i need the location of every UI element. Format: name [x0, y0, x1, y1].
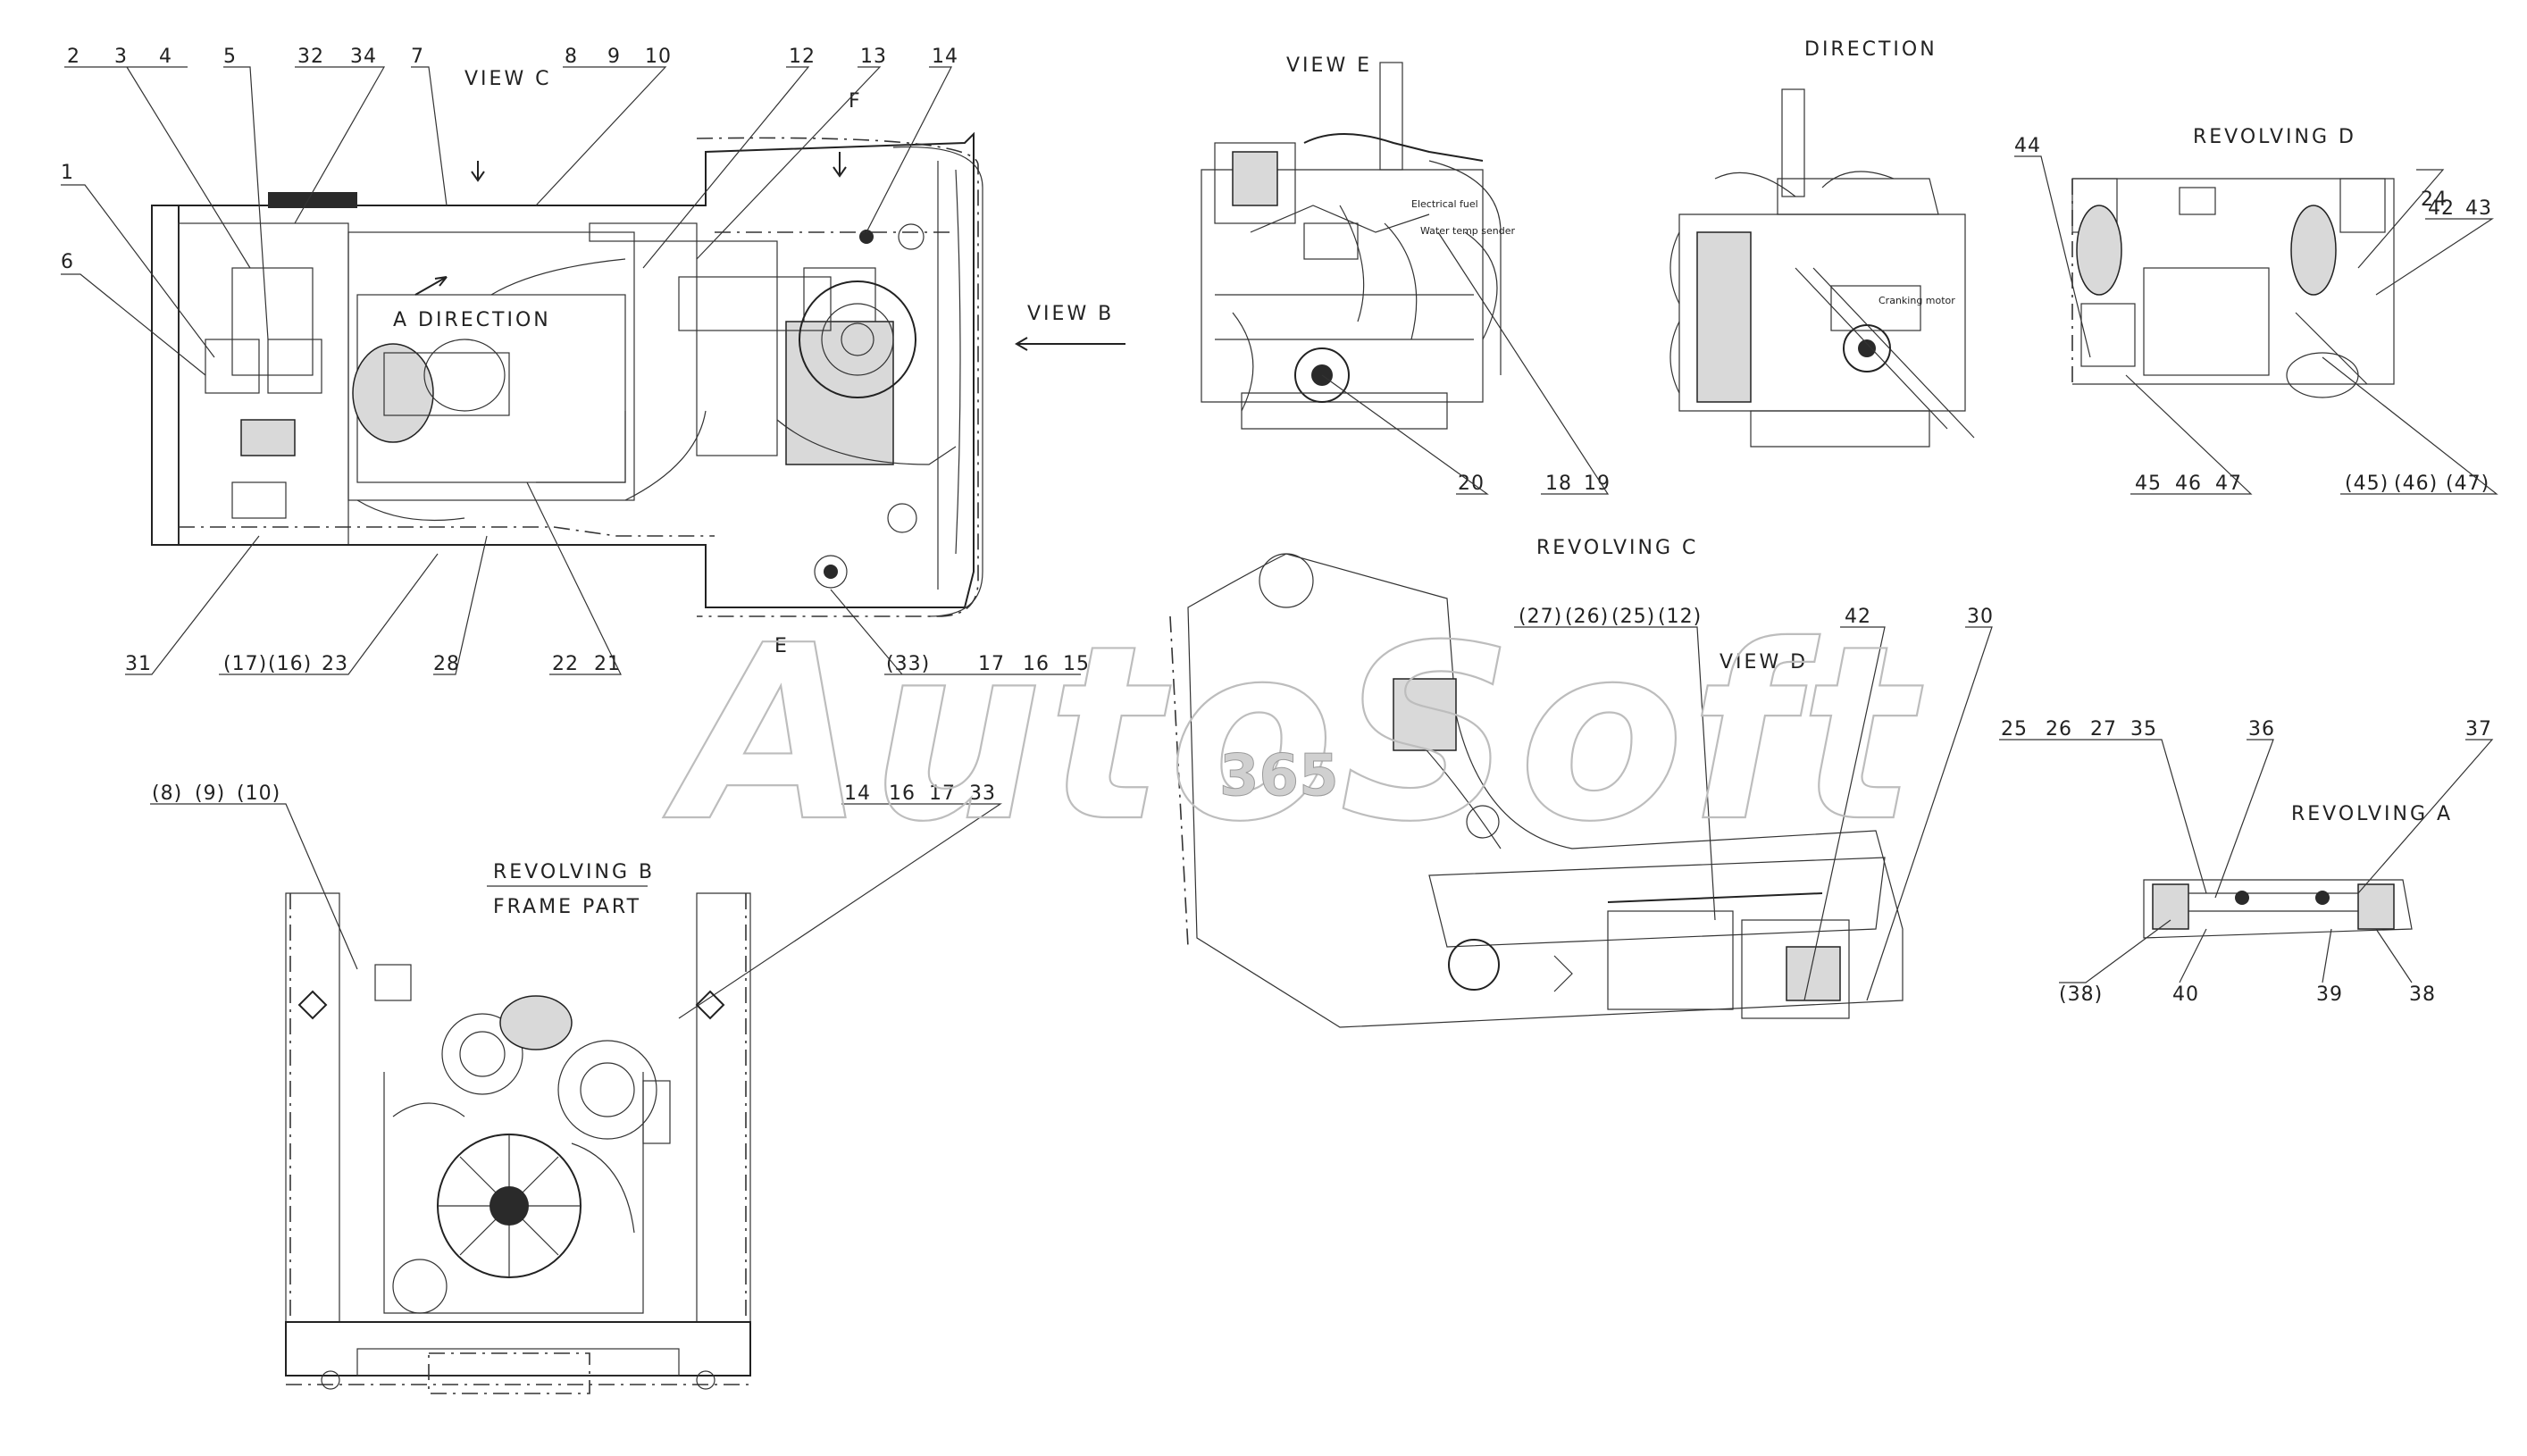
callout-13: 13: [860, 46, 887, 68]
callout-9: 9: [607, 46, 621, 68]
label-frame-part: FRAME PART: [493, 896, 641, 918]
callout-p17: (17): [223, 653, 267, 675]
bottom-left-callouts: 31 (17) (16) 23 28 22 21 (33) 17 16 15: [125, 481, 1090, 675]
label-direction: DIRECTION: [1804, 38, 1937, 61]
callout-27a: 27: [2090, 718, 2117, 741]
label-water-temp: Water temp sender: [1420, 225, 1516, 237]
callout-2: 2: [67, 46, 80, 68]
callout-36: 36: [2248, 718, 2275, 741]
callout-23: 23: [322, 653, 348, 675]
watermark-number: 365: [1219, 743, 1339, 809]
callout-7: 7: [411, 46, 424, 68]
callout-4: 4: [159, 46, 172, 68]
callout-28: 28: [433, 653, 460, 675]
callout-p12: (12): [1658, 606, 1702, 628]
label-view-c: VIEW C: [464, 68, 552, 90]
callout-40: 40: [2172, 983, 2199, 1006]
callout-p46: (46): [2394, 473, 2438, 495]
callout-14b: 14: [844, 782, 871, 805]
callout-14: 14: [932, 46, 958, 68]
callout-26a: 26: [2046, 718, 2072, 741]
callout-42c: 42: [1845, 606, 1871, 628]
callout-44: 44: [2014, 135, 2041, 157]
callout-12: 12: [789, 46, 816, 68]
callout-p27: (27): [1519, 606, 1562, 628]
callout-21: 21: [594, 653, 621, 675]
callout-34: 34: [350, 46, 377, 68]
callout-25a: 25: [2001, 718, 2028, 741]
callout-24: 24: [2421, 188, 2448, 211]
callout-45: 45: [2135, 473, 2162, 495]
callout-22: 22: [552, 653, 579, 675]
main-top-view: [151, 131, 1125, 617]
callout-32: 32: [297, 46, 324, 68]
callout-p38: (38): [2059, 983, 2103, 1006]
callout-43: 43: [2465, 197, 2492, 220]
label-revolving-b: REVOLVING B: [493, 861, 655, 883]
callout-16c: 16: [889, 782, 916, 805]
callout-1: 1: [61, 162, 74, 184]
callout-30: 30: [1967, 606, 1994, 628]
callout-p25: (25): [1611, 606, 1655, 628]
label-revolving-d: REVOLVING D: [2193, 126, 2356, 148]
callout-3: 3: [114, 46, 128, 68]
callout-10: 10: [645, 46, 672, 68]
revolving-c: REVOLVING C VIEW D (27) (26) (25) (12) 4…: [1169, 537, 1994, 1028]
callout-39: 39: [2316, 983, 2343, 1006]
label-view-b: VIEW B: [1027, 303, 1114, 325]
top-left-callouts: 2 3 4 5 32 34 7 8 9 10 12 13 14 1 6 VIEW…: [61, 46, 1114, 657]
revolving-b-frame-part: REVOLVING B FRAME PART (8) (9) (10) 14 1…: [150, 782, 1002, 1394]
callout-31: 31: [125, 653, 152, 675]
callout-p16: (16): [268, 653, 312, 675]
watermark: AutoSoft 365: [659, 592, 1924, 875]
revolving-d: REVOLVING D 44 24 42 43 45 46 47 (45) (4…: [2014, 126, 2498, 495]
label-revolving-a: REVOLVING A: [2291, 803, 2453, 825]
callout-15: 15: [1063, 653, 1090, 675]
view-e-engine: VIEW E Electrical fuel Water temp sender…: [1201, 54, 1610, 495]
callout-p26: (26): [1565, 606, 1609, 628]
marker-f: F: [849, 90, 863, 113]
callout-p8: (8): [152, 782, 182, 805]
callout-42d: 42: [2428, 197, 2455, 220]
callout-8: 8: [565, 46, 578, 68]
callout-16b: 16: [1023, 653, 1050, 675]
label-cranking-motor: Cranking motor: [1879, 295, 1955, 306]
label-electrical: Electrical fuel: [1411, 198, 1478, 210]
callout-47: 47: [2215, 473, 2242, 495]
label-a-direction: A DIRECTION: [393, 309, 551, 331]
callout-5: 5: [223, 46, 237, 68]
callout-17c: 17: [929, 782, 956, 805]
callout-33: 33: [969, 782, 996, 805]
callout-18: 18: [1545, 473, 1572, 495]
revolving-a: REVOLVING A 25 26 27 35 36 37 (38) 40 39…: [1999, 718, 2494, 1006]
watermark-brand: AutoSoft: [660, 593, 1924, 874]
marker-e: E: [774, 635, 790, 657]
callout-37: 37: [2465, 718, 2492, 741]
callout-38: 38: [2409, 983, 2436, 1006]
callout-p45: (45): [2345, 473, 2389, 495]
label-view-e: VIEW E: [1286, 54, 1372, 77]
direction-engine: DIRECTION Cranking motor: [1669, 38, 1975, 448]
label-view-d: VIEW D: [1720, 651, 1808, 674]
callout-p10: (10): [237, 782, 280, 805]
callout-p47: (47): [2446, 473, 2489, 495]
label-revolving-c: REVOLVING C: [1536, 537, 1698, 559]
callout-6: 6: [61, 251, 74, 273]
callout-35: 35: [2130, 718, 2157, 741]
callout-17b: 17: [978, 653, 1005, 675]
callout-p9: (9): [195, 782, 225, 805]
callout-46: 46: [2175, 473, 2202, 495]
